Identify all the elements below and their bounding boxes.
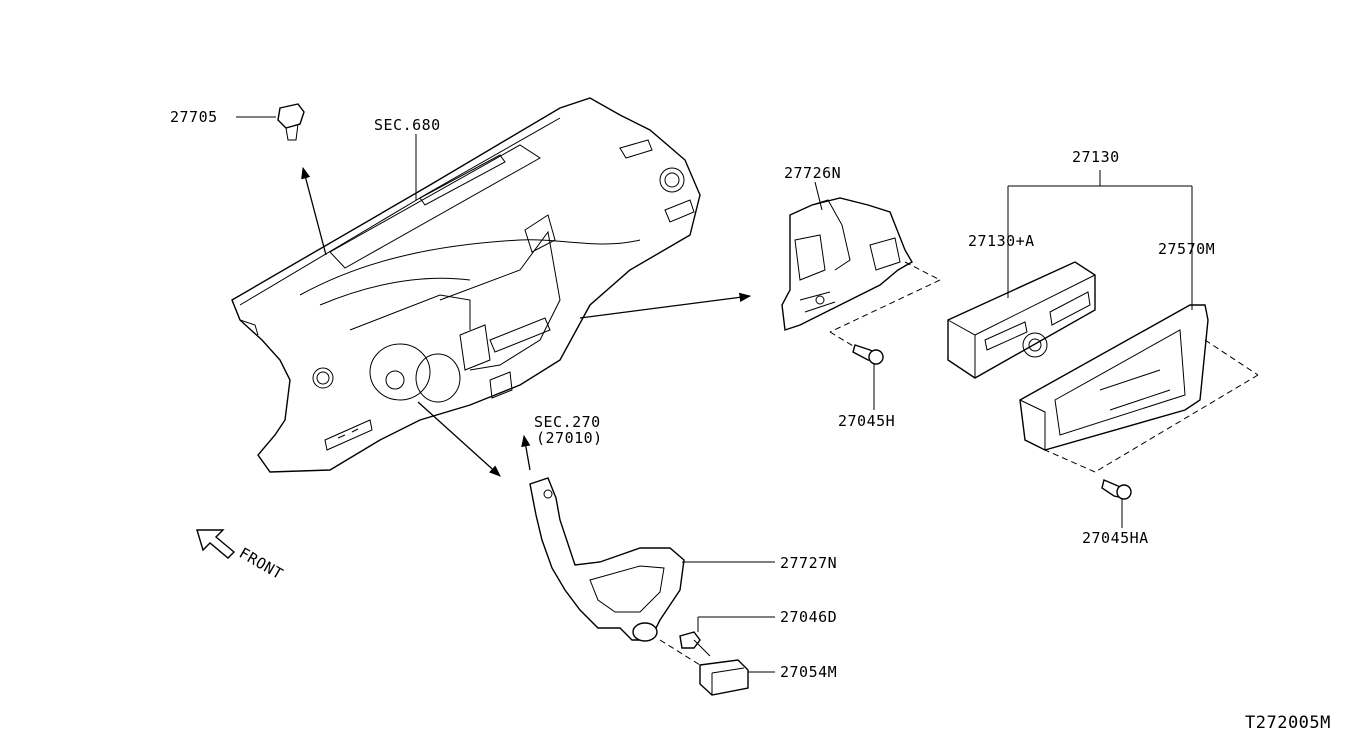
label-27130: 27130: [1072, 148, 1120, 166]
label-27130A: 27130+A: [968, 232, 1035, 250]
label-27570M: 27570M: [1158, 240, 1215, 258]
screw-27045H-drawing: [852, 344, 884, 365]
label-27046D: 27046D: [780, 608, 837, 626]
finisher-27570M-drawing: [1019, 304, 1209, 451]
sensor-27054M-drawing: [699, 659, 749, 696]
front-direction-arrow: [196, 529, 236, 559]
label-27045HA: 27045HA: [1082, 529, 1149, 547]
control-unit-27130A-drawing: [947, 261, 1096, 379]
aspirator-duct-27727N-drawing: [529, 477, 685, 642]
label-27705: 27705: [170, 108, 218, 126]
bracket-27726N-drawing: [781, 197, 913, 331]
screw-27045HA-drawing: [1101, 479, 1132, 500]
diagram-code: T272005M: [1245, 713, 1331, 733]
label-sec-270: SEC.270: [534, 413, 601, 431]
label-27726N: 27726N: [784, 164, 841, 182]
instrument-panel-drawing: [231, 97, 701, 473]
label-27045H: 27045H: [838, 412, 895, 430]
sensor-clip-27705-drawing: [277, 103, 305, 141]
label-front: FRONT: [236, 544, 286, 583]
label-27727N: 27727N: [780, 554, 837, 572]
label-sec-680: SEC.680: [374, 116, 441, 134]
screw-27046D-drawing: [679, 631, 711, 657]
label-sec-270-sub: (27010): [536, 429, 603, 447]
label-27054M: 27054M: [780, 663, 837, 681]
